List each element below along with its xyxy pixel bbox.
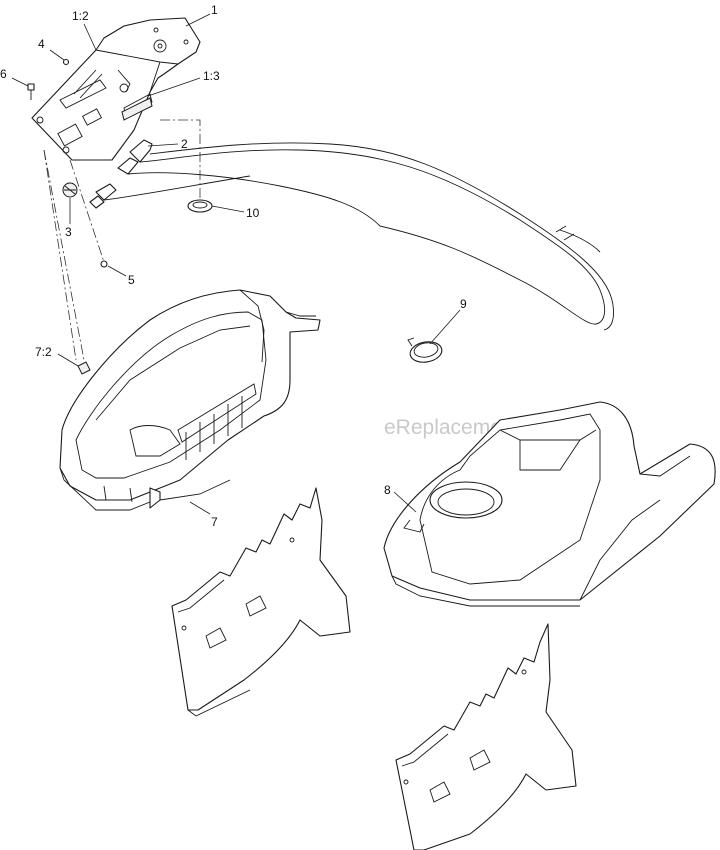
callout-1: 1 [211,3,218,17]
screw [62,58,70,66]
callout-4: 4 [38,37,45,51]
grommet [187,199,213,213]
console-pod [59,289,321,511]
control-panel-plate [31,17,201,161]
callout-6: 6 [0,67,7,81]
callout-5: 5 [128,273,135,287]
callout-2: 2 [181,137,188,151]
knob [62,182,78,198]
callout-7-2: 7:2 [35,345,52,359]
callout-labels: 1 1:2 1:3 2 3 4 5 6 7 7:2 8 9 10 [0,3,467,529]
bolt [27,83,35,100]
decal [121,97,153,121]
callout-8: 8 [384,483,391,497]
seat-pan [383,401,716,607]
switch-harness [89,139,615,331]
assembly-lines [43,119,201,361]
leader-lines [11,13,461,515]
callout-1-2: 1:2 [72,9,89,23]
clip [77,361,91,375]
callout-9: 9 [460,297,467,311]
heat-shield-left [171,487,351,717]
heat-shield-right [395,623,577,850]
callout-10: 10 [246,206,260,220]
callout-7: 7 [211,515,218,529]
callout-3: 3 [65,225,72,239]
callout-1-3: 1:3 [203,69,220,83]
hose-clamp [407,337,443,363]
nut [100,260,108,268]
